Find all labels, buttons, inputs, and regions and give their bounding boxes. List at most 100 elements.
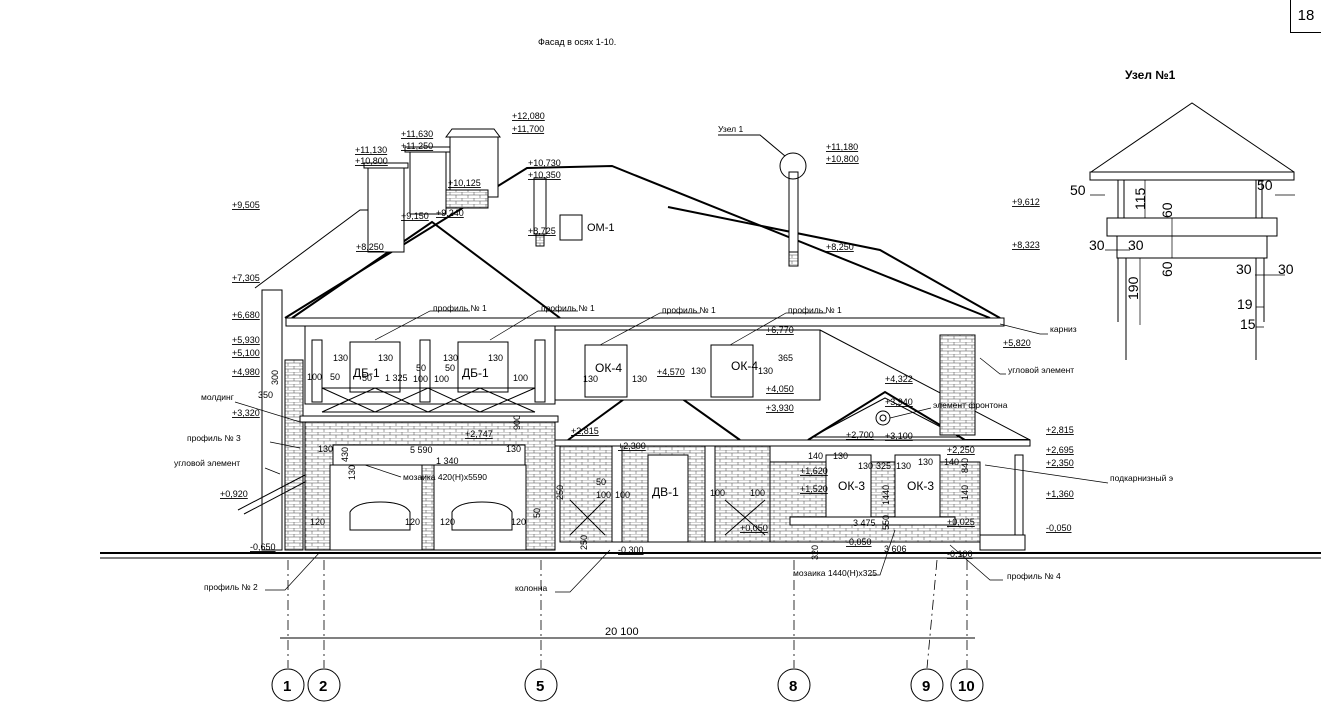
upper-floor [261, 289, 1005, 551]
elevation-mark: -0,050 [1046, 523, 1072, 533]
drawing-title: Фасад в осях 1-10. [538, 37, 616, 47]
window-ok4 [584, 344, 628, 398]
elevation-mark: +3,940 [885, 397, 913, 407]
dimension: 130 [488, 353, 503, 363]
dimension: 250 [555, 485, 565, 500]
dimension: 550 [881, 515, 891, 530]
elevation-mark: +6,770 [766, 325, 794, 335]
elevation-mark: +3,930 [766, 403, 794, 413]
elevation-mark: +10,125 [448, 178, 481, 188]
garage-door-right [433, 464, 527, 551]
dimension: 50 [362, 373, 372, 383]
elevation-mark: +12,080 [512, 111, 545, 121]
garage-mosaic [332, 444, 526, 466]
om-1-vent [559, 214, 583, 241]
callout-profile-1: профиль № 1 [662, 305, 716, 315]
window-db1 [349, 341, 401, 393]
dimension: 120 [405, 517, 420, 527]
window-ok3 [825, 454, 872, 518]
dimension: 190 [1125, 276, 1141, 300]
page-number: 18 [1290, 0, 1321, 33]
callout-pediment-element: элемент фронтона [933, 400, 1008, 410]
axis-label: 5 [536, 678, 544, 695]
dimension: 900 [512, 415, 522, 430]
callout-molding: молдинг [201, 392, 234, 402]
steps [979, 534, 1026, 551]
dimension: 325 [876, 461, 891, 471]
column [419, 339, 431, 403]
dimension: 1440 [881, 485, 891, 505]
elevation-mark: +2,815 [1046, 425, 1074, 435]
elevation-mark: +4,050 [766, 384, 794, 394]
callout-profile-3: профиль № 3 [187, 433, 241, 443]
dimension: 320 [810, 545, 820, 560]
dimension: 50 [1257, 177, 1273, 193]
dimension: 140 [944, 457, 959, 467]
roofs [254, 164, 1031, 441]
callout-cornice: карниз [1050, 324, 1077, 334]
dimension: 100 [710, 488, 725, 498]
elevation-mark: -0,300 [618, 545, 644, 555]
dimension: 130 [918, 457, 933, 467]
axis-label: 8 [789, 678, 797, 695]
axis-bubble-8 [777, 668, 811, 702]
elevation-mark: +11,630 [401, 129, 433, 139]
dimension: 1 340 [436, 456, 459, 466]
dimension: 1 325 [385, 373, 408, 383]
axis-bubble-9 [910, 668, 944, 702]
window-db1 [457, 341, 509, 393]
node-pipe-walls [1117, 180, 1265, 360]
dimension: 130 [833, 451, 848, 461]
dimension: 100 [615, 490, 630, 500]
node-1-callout-circle [779, 152, 807, 180]
elevation-mark: +0,920 [220, 489, 248, 499]
chimney-3 [449, 136, 499, 198]
right-hip-roof [667, 206, 1001, 319]
dimension: 350 [258, 390, 273, 400]
elevation-mark: +4,322 [885, 374, 913, 384]
dimension: 120 [310, 517, 325, 527]
elevation-mark: +7,305 [232, 273, 260, 283]
garage [237, 415, 559, 551]
node-cap-roof [1090, 102, 1295, 173]
axis-label: 2 [319, 678, 327, 695]
callout-soffit-element: подкарнизный э [1110, 473, 1173, 483]
window-ok3 [894, 454, 941, 518]
elevation-mark: +1,520 [800, 484, 828, 494]
dimension: 100 [434, 374, 449, 384]
window-label-ok3: ОК-3 [907, 479, 934, 493]
chimney-2 [409, 151, 447, 215]
elevation-mark: +2,700 [846, 430, 874, 440]
ground-floor [554, 439, 1031, 551]
dimension: 840 [960, 458, 970, 473]
garage-door-left [329, 464, 423, 551]
elevation-mark: +6,680 [232, 310, 260, 320]
elevation-mark: +1,620 [800, 466, 828, 476]
dimension: 130 [378, 353, 393, 363]
axes [271, 559, 984, 702]
elevation-mark: +9,612 [1012, 197, 1040, 207]
callout-mosaic-garage: мозаика 420(Н)х5590 [403, 472, 487, 482]
callout-profile-1: профиль № 1 [433, 303, 487, 313]
elevation-mark: +4,570 [657, 367, 685, 377]
node-dimension-lines [1090, 180, 1295, 328]
dimension: 30 [1278, 261, 1294, 277]
node-1-leader [718, 134, 786, 157]
dimension-labels: 130 130 130 130 100 50 50 1 325 50 100 1… [258, 353, 970, 560]
elevation-mark: +2,350 [1046, 458, 1074, 468]
elevation-mark: +10,730 [528, 158, 561, 168]
main-roof [284, 164, 991, 319]
dimension: 60 [1159, 261, 1175, 277]
chimneys [363, 128, 807, 267]
elevation-mark: +2,815 [571, 426, 599, 436]
elevation-mark: +8,250 [356, 242, 384, 252]
elevation-mark: +3,320 [232, 408, 260, 418]
axis-bubble-10 [950, 668, 984, 702]
elevation-mark: +5,820 [1003, 338, 1031, 348]
elevation-mark: +5,100 [232, 348, 260, 358]
dimension: 130 [691, 366, 706, 376]
om-1-label: ОМ-1 [587, 222, 615, 234]
lower-roof-slope [819, 329, 1031, 441]
dimension: 50 [532, 508, 542, 518]
